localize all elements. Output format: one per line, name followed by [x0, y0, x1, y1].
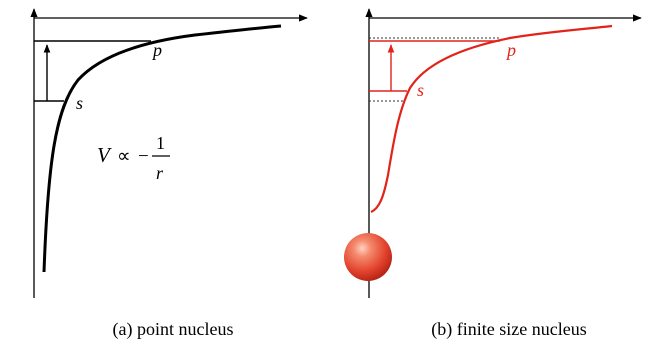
finite-nucleus-sphere — [344, 233, 392, 281]
panel-a-potential-curve — [42, 24, 282, 273]
formula-minus-sign: − — [138, 146, 149, 167]
panel-a-p-label: p — [151, 40, 162, 60]
formula-lhs: V — [97, 143, 112, 167]
formula-denominator: r — [156, 163, 164, 183]
panel-a-caption: (a) point nucleus — [113, 319, 234, 340]
panel-b-potential-curve — [370, 24, 613, 214]
coulomb-formula: V ∝ − 1 r — [97, 133, 170, 183]
panel-a-point-nucleus: s p V ∝ − 1 r (a) point nucleus — [30, 8, 308, 340]
formula-proportional-symbol: ∝ — [117, 146, 131, 167]
panel-b-caption: (b) finite size nucleus — [431, 319, 586, 340]
formula-numerator: 1 — [156, 133, 165, 153]
panel-b-finite-nucleus: s p (b) finite size nucleus — [344, 8, 642, 340]
panel-a-s-label: s — [76, 93, 83, 113]
panel-b-p-label: p — [505, 40, 516, 60]
panel-b-s-label: s — [417, 80, 424, 100]
